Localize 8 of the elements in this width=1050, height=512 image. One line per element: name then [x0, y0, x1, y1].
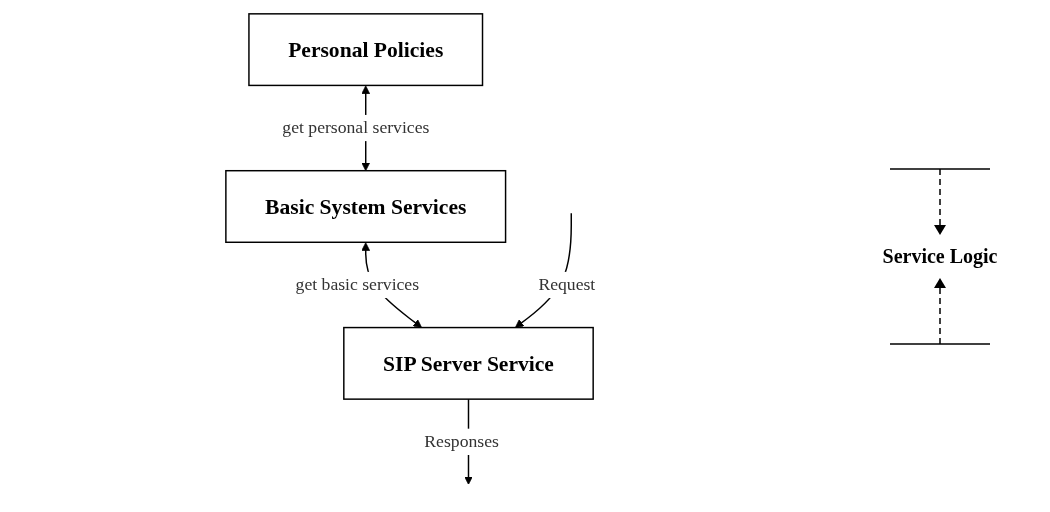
node-box: SIP Server Service	[343, 326, 594, 400]
bracket-label: Service Logic	[882, 244, 998, 268]
edge-label: Responses	[424, 431, 499, 452]
edge-label: get personal services	[282, 117, 430, 138]
edge-label: Request	[538, 274, 596, 295]
edge-label: get basic services	[295, 274, 420, 295]
node-box: Basic System Services	[225, 169, 507, 243]
node-box: Personal Policies	[248, 13, 484, 87]
